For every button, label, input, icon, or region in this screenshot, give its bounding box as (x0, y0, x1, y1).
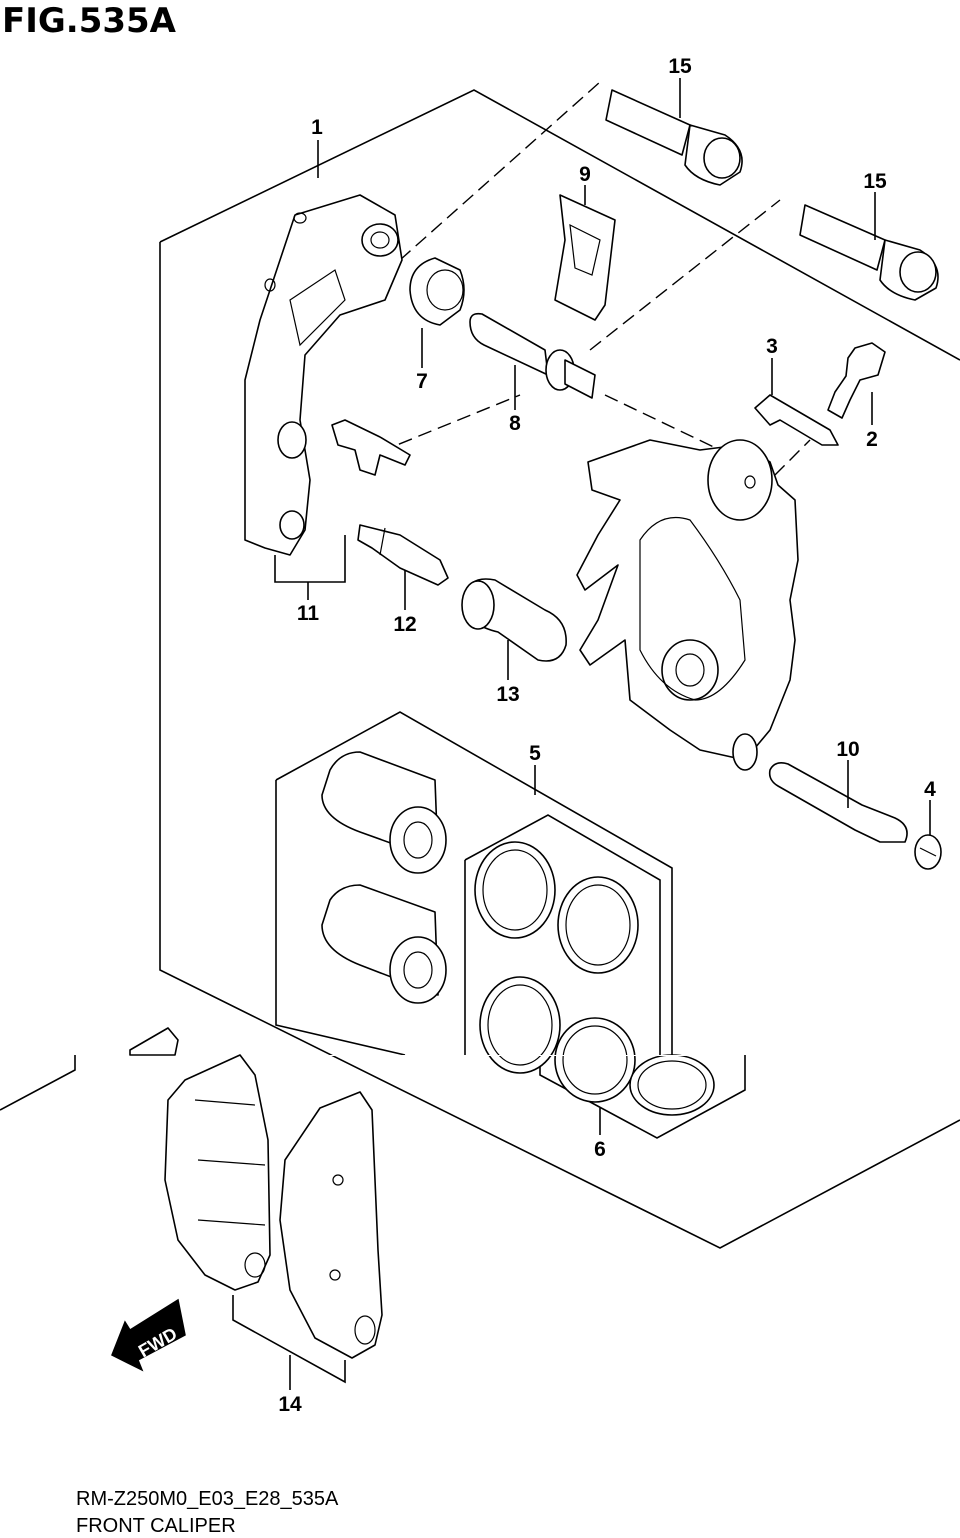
model-code: RM-Z250M0_E03_E28_535A (76, 1488, 339, 1510)
bolt-15-lower (799, 204, 939, 301)
fwd-arrow-icon: FWD (111, 1298, 186, 1372)
bolt-guide-line-2 (589, 199, 781, 351)
callout-7: 7 (416, 370, 428, 393)
bolt-15-upper (605, 89, 743, 186)
bleeder-guide-line (744, 439, 811, 506)
pad-shim (129, 1027, 179, 1056)
pad-outline (0, 1055, 76, 1111)
callout-3: 3 (766, 335, 778, 358)
bleeder-valve (827, 342, 886, 419)
pin-boot-13 (461, 578, 567, 662)
callout-4: 4 (924, 778, 936, 801)
assembly-outline-left (159, 242, 960, 1249)
callout-8: 8 (509, 412, 521, 435)
piston-seal-outline (464, 814, 661, 1055)
brake-pad-front (279, 1091, 383, 1359)
figure-title: FIG.535A (2, 1, 177, 41)
brake-pad-rear (164, 1054, 271, 1291)
pad-bracket (232, 1295, 346, 1384)
pad-spring (331, 419, 411, 476)
callout-12: 12 (393, 613, 416, 636)
callout-14: 14 (278, 1393, 302, 1416)
callout-11: 11 (297, 602, 320, 625)
section-name: FRONT CALIPER (76, 1515, 236, 1537)
seal-kit-outline-top (275, 711, 673, 1055)
callout-1: 1 (311, 116, 323, 139)
slide-pin-12 (357, 524, 449, 586)
piston-seals (474, 841, 715, 1116)
callout-6: 6 (594, 1138, 606, 1161)
caliper-body (576, 439, 799, 771)
callout-13: 13 (496, 683, 519, 706)
slide-pin-8 (469, 312, 596, 399)
callout-2: 2 (866, 428, 878, 451)
callout-15-lower: 15 (863, 170, 887, 193)
pad-retainer (554, 194, 616, 321)
caliper-bracket (244, 194, 403, 556)
pin-plug (914, 834, 942, 870)
callout-15-upper: 15 (668, 55, 692, 78)
dust-boot (409, 257, 465, 326)
bleeder-cap (754, 394, 839, 446)
callout-9: 9 (579, 163, 591, 186)
seal-kit-outline (275, 780, 406, 1056)
pin-guide-line (604, 394, 721, 451)
leader-11-bracket (274, 535, 346, 583)
slide-pin-10 (768, 762, 908, 843)
piston-upper (321, 751, 447, 874)
piston-lower (321, 884, 447, 1004)
assembly-outline (159, 89, 960, 361)
callout-5: 5 (529, 742, 541, 765)
callout-10: 10 (836, 738, 859, 761)
bolt-guide-line-1 (399, 81, 601, 261)
piston-seal-outline-bottom (539, 1055, 746, 1139)
